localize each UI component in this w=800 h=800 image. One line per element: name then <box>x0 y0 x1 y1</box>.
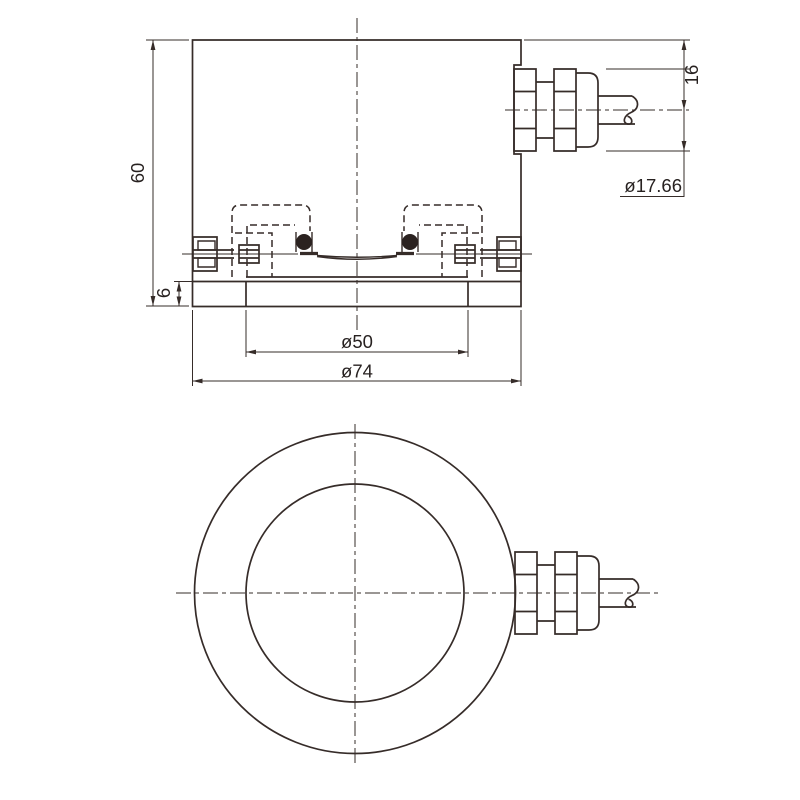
right-screw <box>416 236 532 272</box>
left-screw <box>182 236 298 272</box>
dim-6-label: 6 <box>153 288 174 298</box>
dim-60-label: 60 <box>127 163 148 184</box>
dimension-17-66: ø17.66 <box>606 68 690 197</box>
dim-16-label: 16 <box>681 65 702 86</box>
dim-74-label: ø74 <box>341 361 373 382</box>
front-section-view: 60 6 ø50 ø74 16 ø17.66 <box>127 18 702 386</box>
dimension-60: 60 <box>127 39 189 307</box>
plan-view <box>176 424 661 764</box>
dim-50-label: ø50 <box>341 331 373 352</box>
body-outline <box>191 39 522 308</box>
dimension-74: ø74 <box>192 310 522 386</box>
right-clamp-hidden-outline <box>403 204 483 277</box>
o-ring-left <box>296 234 312 250</box>
dimension-6: 6 <box>153 281 192 307</box>
diaphragm-membrane <box>316 254 398 260</box>
dim-17-66-label: ø17.66 <box>624 175 682 196</box>
dim-17-66-arrow <box>681 141 687 151</box>
bore-edge-lines <box>245 281 469 307</box>
dimension-16: 16 <box>524 39 702 110</box>
left-clamp-hidden-outline <box>231 204 311 277</box>
o-ring-right <box>402 234 418 250</box>
dimension-50: ø50 <box>245 310 469 357</box>
